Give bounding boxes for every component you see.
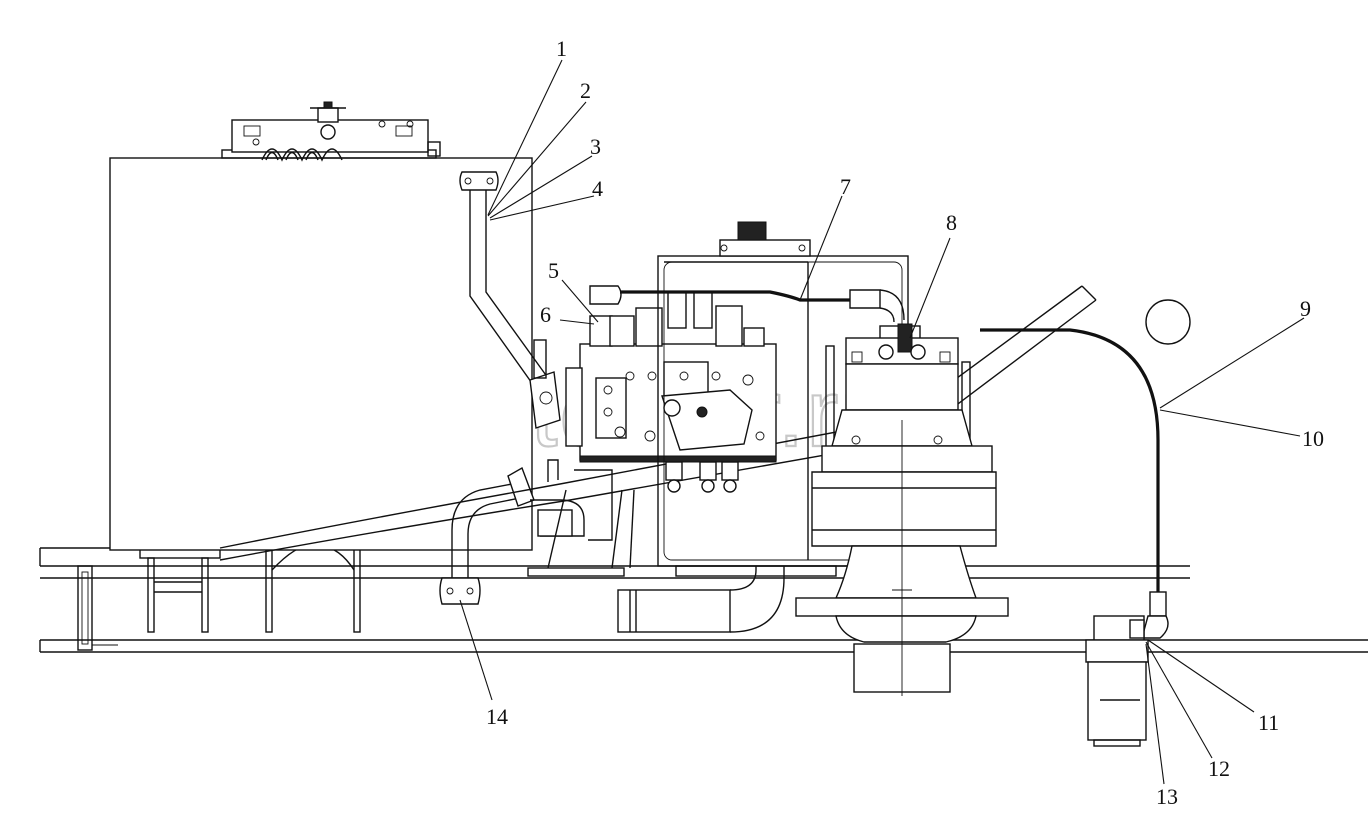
callout-10: 10 [1302,426,1324,451]
callout-11: 11 [1258,710,1279,735]
callout-1: 1 [556,36,567,61]
pilot-pump [1085,615,1149,747]
outlet-pipe [617,566,785,633]
callout-14: 14 [486,704,508,729]
pipe-port-circle [1145,299,1191,345]
pilot-hose [980,299,1191,639]
callout-13: 13 [1156,784,1178,809]
suction-hose [439,459,635,605]
callout-2: 2 [580,78,591,103]
callout-3: 3 [590,134,601,159]
filler-cap [310,101,346,140]
callout-8: 8 [946,210,957,235]
hydraulic-tank [109,101,533,551]
diagonal-pipe [219,285,1097,561]
leader-lines [459,59,1305,785]
callout-5: 5 [548,258,559,283]
control-valve [565,285,777,493]
callout-6: 6 [540,302,551,327]
callout-7: 7 [840,174,851,199]
callout-12: 12 [1208,756,1230,781]
callout-9: 9 [1300,296,1311,321]
pilot-line [620,289,905,323]
return-pipe [459,171,561,429]
swing-motor [795,323,1009,696]
callout-labels: 1 2 3 4 5 6 7 8 9 10 11 12 13 14 [486,36,1324,809]
callout-4: 4 [592,176,603,201]
